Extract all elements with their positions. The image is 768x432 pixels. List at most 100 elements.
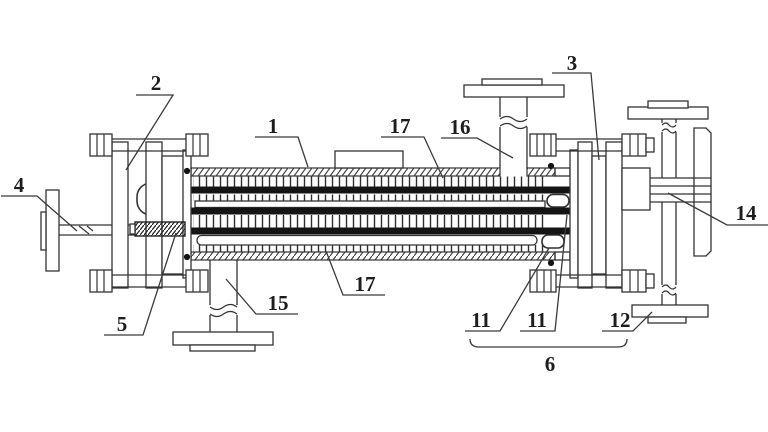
part-number: 1	[268, 114, 279, 138]
fin-band-1	[193, 176, 548, 187]
outlet-end-flange	[693, 127, 712, 257]
leader-line	[667, 192, 768, 226]
part-number: 15	[268, 291, 289, 315]
nozzle-break	[499, 115, 528, 130]
part-label-14: 14	[667, 192, 768, 226]
outlet-pipe-bore	[650, 185, 711, 195]
riser-break-mask-top	[660, 123, 678, 132]
part-number: 11	[527, 308, 547, 332]
part-label-3: 3	[552, 51, 600, 161]
part-number: 6	[545, 352, 556, 376]
leader-line	[104, 232, 177, 336]
part-label-4: 4	[1, 173, 78, 232]
tube-liner-upper	[194, 200, 546, 209]
left-cover-plate	[111, 141, 129, 289]
part-label-11-first: 11	[465, 247, 550, 332]
seal-ring-lower-11	[541, 234, 565, 249]
left-head-assembly	[40, 133, 209, 293]
bolt-nut	[185, 269, 209, 293]
part-label-17-top: 17	[381, 114, 444, 179]
leader-line	[520, 214, 568, 332]
riser-top-flange	[627, 106, 709, 120]
support-break	[209, 303, 238, 318]
part-number: 5	[117, 312, 128, 336]
bolt-end-cap	[645, 273, 655, 289]
leader-line	[465, 247, 550, 332]
outlet-pipe-wall	[650, 177, 711, 203]
right-bottom-bolt	[529, 269, 655, 293]
coupling-5	[134, 221, 186, 237]
part-number: 17	[390, 114, 411, 138]
part-label-5: 5	[104, 232, 177, 336]
right-channel	[591, 155, 607, 275]
leader-line	[125, 94, 175, 171]
part-number: 2	[151, 71, 162, 95]
weld-dot-top-left	[183, 167, 191, 175]
bolt-nut	[621, 269, 647, 293]
right-flange-plate	[577, 141, 593, 289]
part-number: 12	[610, 308, 631, 332]
support-base-flange	[172, 331, 274, 346]
leader-line	[225, 278, 298, 315]
tube-liner-lower	[196, 234, 538, 246]
bolt-nut	[621, 133, 647, 157]
part-label-11-second: 11	[520, 214, 568, 332]
left-channel	[161, 155, 185, 275]
part-label-16: 16	[441, 115, 514, 159]
weld-dot-top-right	[547, 162, 555, 170]
part-number: 3	[567, 51, 578, 75]
part-label-17-bottom: 17	[325, 250, 385, 296]
part-label-15: 15	[225, 278, 298, 315]
nozzle-flange	[463, 84, 565, 98]
left-bottom-bolt	[89, 269, 209, 293]
part-number: 4	[14, 173, 25, 197]
shell-top-wall-left	[190, 167, 501, 177]
leader-line	[602, 311, 653, 332]
top-nozzle	[463, 78, 565, 168]
leader-line	[441, 137, 514, 159]
leader-line	[325, 250, 385, 296]
left-flange-plate	[145, 141, 163, 289]
outlet-tee-assembly	[621, 100, 712, 324]
support-break-mask	[208, 305, 239, 315]
bolt-thread-end	[529, 133, 557, 157]
fin-band-4	[193, 245, 548, 252]
nozzle-break-mask	[498, 117, 529, 127]
shell-top-boss	[334, 150, 404, 169]
left-top-bolt	[89, 133, 209, 157]
group-bracket	[469, 338, 628, 348]
leader-line	[255, 136, 309, 168]
riser-break-top	[661, 122, 677, 134]
right-top-bolt	[529, 133, 655, 157]
seal-ring-upper-11	[546, 193, 570, 208]
right-cover-plate	[605, 141, 623, 289]
riser-break-bottom	[661, 284, 677, 296]
bolt-end-cap	[645, 137, 655, 153]
weld-dot-bottom-left	[183, 253, 191, 261]
part-number: 17	[355, 272, 376, 296]
support-base-plate	[189, 344, 256, 352]
weld-dot-bottom-right	[547, 259, 555, 267]
leader-line	[381, 136, 444, 179]
weld-marks	[183, 162, 555, 267]
bolt-nut	[185, 133, 209, 157]
riser-top-plate	[647, 100, 689, 109]
bottom-nozzle	[172, 260, 274, 352]
right-head-assembly	[529, 133, 655, 293]
part-number: 14	[736, 201, 758, 225]
fin-band-3	[193, 215, 548, 228]
leader-line	[552, 72, 600, 161]
part-label-1: 1	[255, 114, 309, 168]
leader-line	[1, 195, 78, 232]
outlet-pipe-collar	[621, 167, 651, 211]
inlet-flange-backing	[40, 211, 47, 251]
part-number: 11	[471, 308, 491, 332]
bolt-head	[89, 269, 113, 293]
part-label-2: 2	[125, 71, 175, 171]
inlet-pipe-weld	[78, 225, 94, 235]
shell-bottom-wall	[190, 251, 556, 261]
fin-band-2	[193, 194, 548, 201]
part-label-6: 6	[469, 338, 628, 376]
